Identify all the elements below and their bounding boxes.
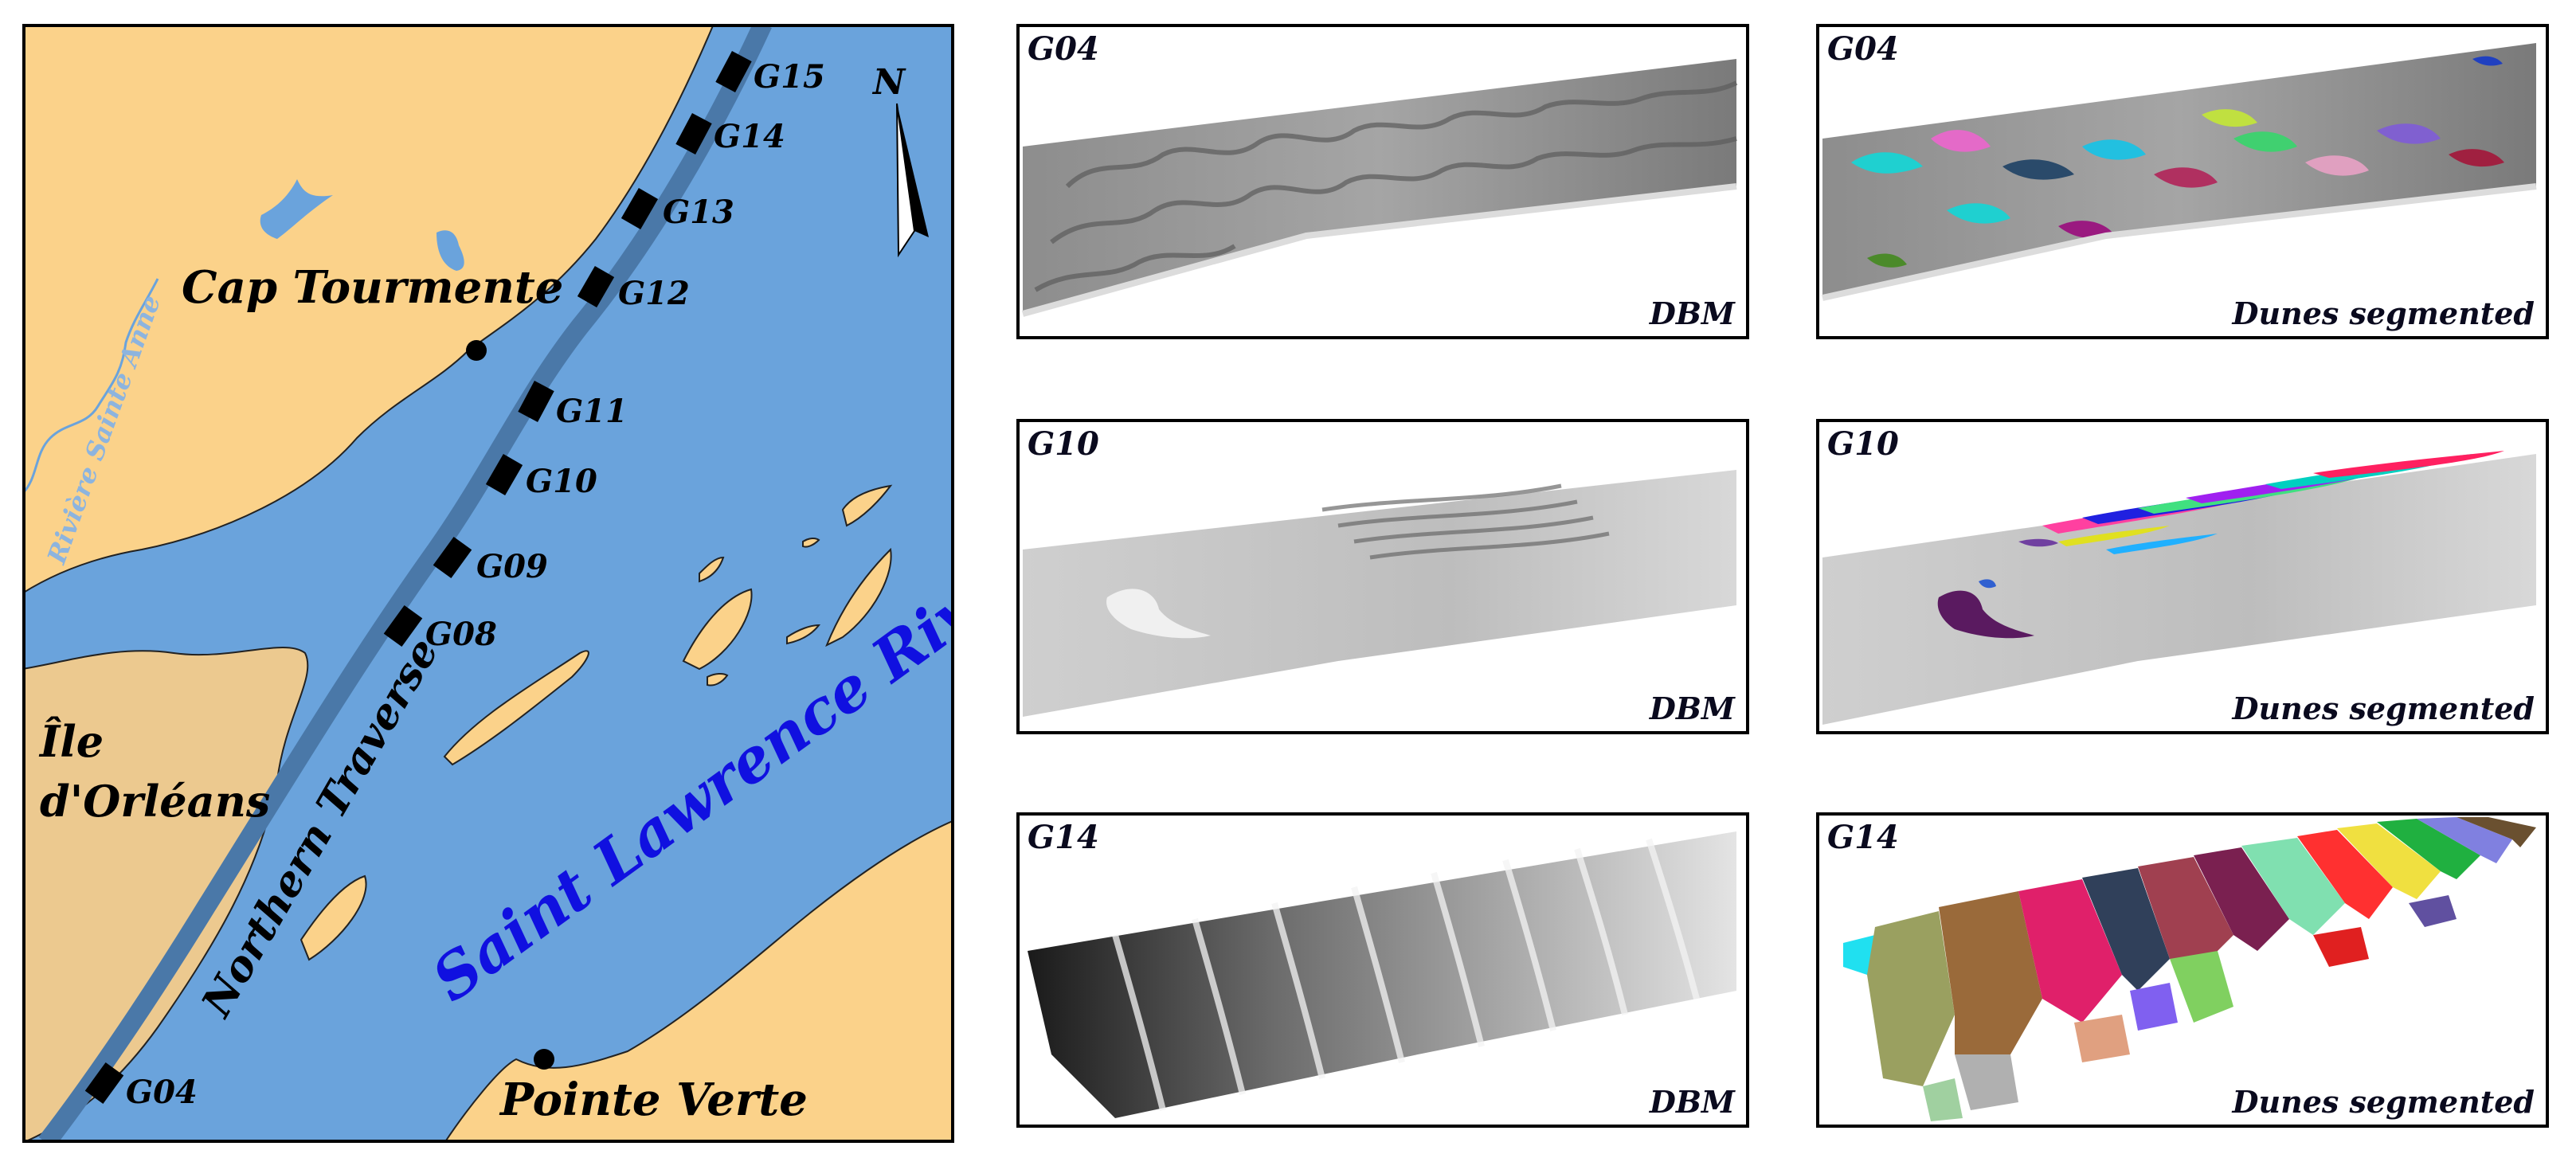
station-marker-g04 bbox=[84, 1062, 124, 1105]
station-label: G08 bbox=[425, 616, 497, 653]
island bbox=[299, 874, 367, 961]
pointe-verte-label: Pointe Verte bbox=[499, 1074, 808, 1126]
panel-caption: DBM bbox=[1649, 1084, 1735, 1120]
station-label: G12 bbox=[618, 275, 690, 312]
panel-g10-segmented: G10 Dunes segmented bbox=[1816, 419, 2549, 734]
station-label: G09 bbox=[476, 548, 548, 585]
station-label: G11 bbox=[556, 393, 628, 430]
station-label: G10 bbox=[526, 463, 597, 500]
station-marker-g15 bbox=[715, 51, 752, 92]
station-marker-g09 bbox=[433, 536, 472, 579]
panel-station-id: G14 bbox=[1028, 819, 1099, 856]
island bbox=[682, 588, 753, 671]
northern-traverse-channel bbox=[38, 24, 772, 1143]
lake bbox=[437, 230, 464, 271]
ile-orleans-land bbox=[22, 647, 309, 1143]
station-label: G15 bbox=[754, 58, 825, 96]
cap-tourmente-dot bbox=[466, 340, 487, 361]
segmented-dunes bbox=[1937, 451, 2504, 639]
panel-caption: DBM bbox=[1649, 690, 1735, 726]
station-marker-g11 bbox=[518, 381, 554, 422]
panel-station-id: G10 bbox=[1827, 425, 1899, 463]
panel-caption: DBM bbox=[1649, 295, 1735, 331]
north-shore-land bbox=[22, 24, 715, 595]
panel-surface bbox=[1028, 831, 1736, 1118]
map-frame bbox=[22, 24, 954, 1143]
station-label: G04 bbox=[126, 1074, 198, 1111]
panel-surface bbox=[1023, 470, 1736, 717]
station-markers bbox=[84, 51, 752, 1105]
station-marker-g10 bbox=[485, 453, 523, 496]
island bbox=[443, 650, 589, 766]
north-arrow-icon: N bbox=[871, 62, 929, 258]
station-marker-g13 bbox=[621, 187, 659, 230]
segmented-dunes bbox=[1851, 56, 2504, 268]
station-label: G13 bbox=[663, 194, 734, 231]
station-marker-g08 bbox=[383, 604, 423, 647]
map-canvas: G15 G14 G13 G12 G11 G10 G09 G08 G04 Cap … bbox=[22, 24, 954, 1143]
panel-g10-dbm: G10 DBM bbox=[1016, 419, 1749, 734]
station-marker-g14 bbox=[675, 113, 712, 155]
ile-orleans-label-line1: Île bbox=[38, 716, 104, 767]
segmented-dunes bbox=[1843, 817, 2536, 1121]
cap-tourmente-label: Cap Tourmente bbox=[182, 261, 563, 314]
panel-caption: Dunes segmented bbox=[2232, 690, 2535, 726]
island bbox=[825, 547, 892, 647]
panel-g04-dbm: G04 DBM bbox=[1016, 24, 1749, 339]
island bbox=[786, 624, 821, 645]
panel-g14-dbm: G14 DBM bbox=[1016, 812, 1749, 1128]
lake bbox=[260, 179, 333, 239]
panel-surface bbox=[1021, 59, 1738, 317]
north-label: N bbox=[871, 62, 906, 103]
riviere-sainte-anne bbox=[22, 278, 159, 495]
panel-surface bbox=[1822, 43, 2537, 301]
panel-station-id: G04 bbox=[1827, 30, 1899, 68]
island bbox=[802, 537, 820, 548]
panel-caption: Dunes segmented bbox=[2232, 295, 2535, 331]
pointe-verte-dot bbox=[534, 1049, 554, 1070]
panel-caption: Dunes segmented bbox=[2232, 1084, 2535, 1120]
panel-station-id: G04 bbox=[1028, 30, 1099, 68]
panel-station-id: G14 bbox=[1827, 819, 1899, 856]
south-shore-land bbox=[443, 819, 954, 1143]
island bbox=[699, 556, 725, 583]
panel-surface bbox=[1843, 817, 2536, 1121]
panel-g14-segmented: G14 Dunes segmented bbox=[1816, 812, 2549, 1128]
location-map: G15 G14 G13 G12 G11 G10 G09 G08 G04 Cap … bbox=[22, 24, 954, 1143]
panel-surface bbox=[1822, 451, 2536, 725]
panel-station-id: G10 bbox=[1028, 425, 1099, 463]
station-marker-g12 bbox=[577, 265, 615, 308]
ile-orleans-label-line2: d'Orléans bbox=[40, 776, 270, 827]
station-label: G14 bbox=[714, 118, 785, 155]
island bbox=[707, 672, 729, 687]
island bbox=[841, 484, 893, 527]
panel-g04-segmented: G04 Dunes segmented bbox=[1816, 24, 2549, 339]
